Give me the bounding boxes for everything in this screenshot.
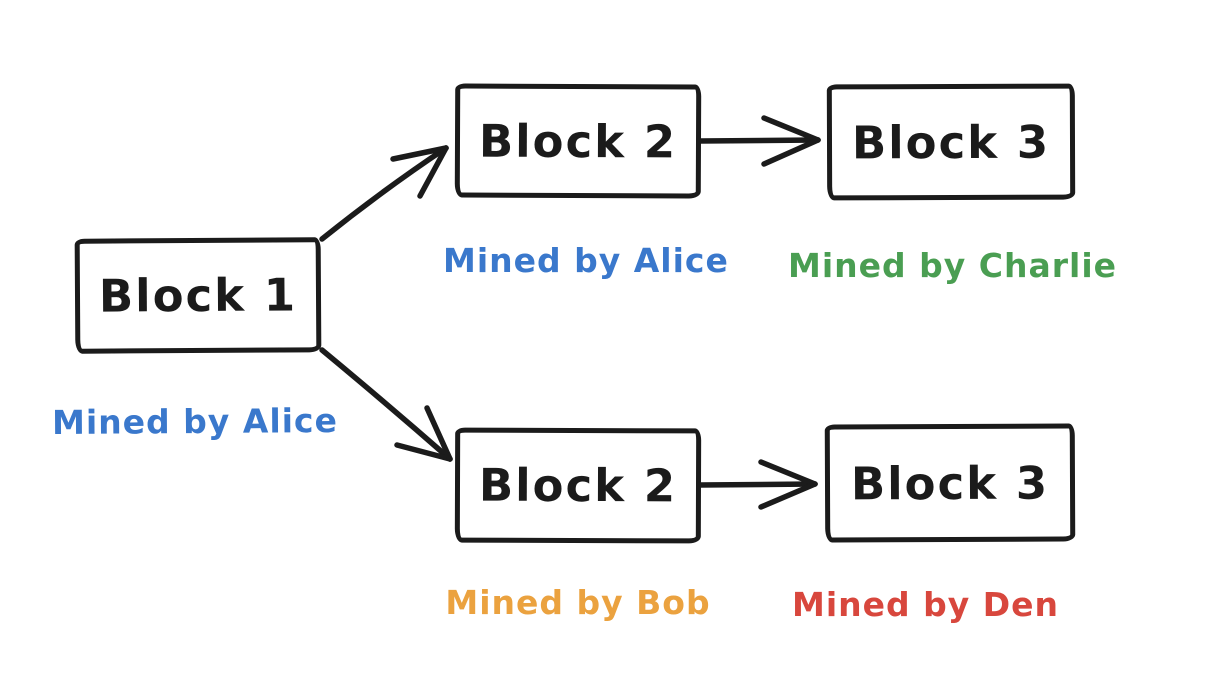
arrow-block1-to-block2-top bbox=[319, 145, 449, 242]
block-2-top-box: Block 2 bbox=[454, 83, 702, 199]
miner-label-block-1: Mined by Alice bbox=[51, 401, 339, 442]
arrow-block2-bottom-to-block3-bottom bbox=[697, 459, 818, 510]
miner-label-block-2-bottom: Mined by Bob bbox=[445, 583, 711, 622]
block-2-bottom-box: Block 2 bbox=[454, 427, 702, 544]
block-3-top-box: Block 3 bbox=[826, 83, 1076, 201]
miner-label-block-3-bottom: Mined by Den bbox=[791, 585, 1060, 624]
block-3-bottom-box: Block 3 bbox=[824, 423, 1076, 543]
miner-label-block-3-top: Mined by Charlie bbox=[788, 246, 1118, 285]
block-1-box: Block 1 bbox=[74, 237, 322, 354]
block-2-bottom-label: Block 2 bbox=[478, 458, 678, 513]
block-2-top-label: Block 2 bbox=[478, 114, 678, 168]
block-1-label: Block 1 bbox=[98, 268, 298, 323]
block-3-bottom-label: Block 3 bbox=[850, 456, 1050, 510]
block-3-top-label: Block 3 bbox=[851, 115, 1051, 169]
miner-label-block-2-top: Mined by Alice bbox=[443, 241, 729, 280]
arrow-block2-top-to-block3-top bbox=[697, 115, 821, 167]
